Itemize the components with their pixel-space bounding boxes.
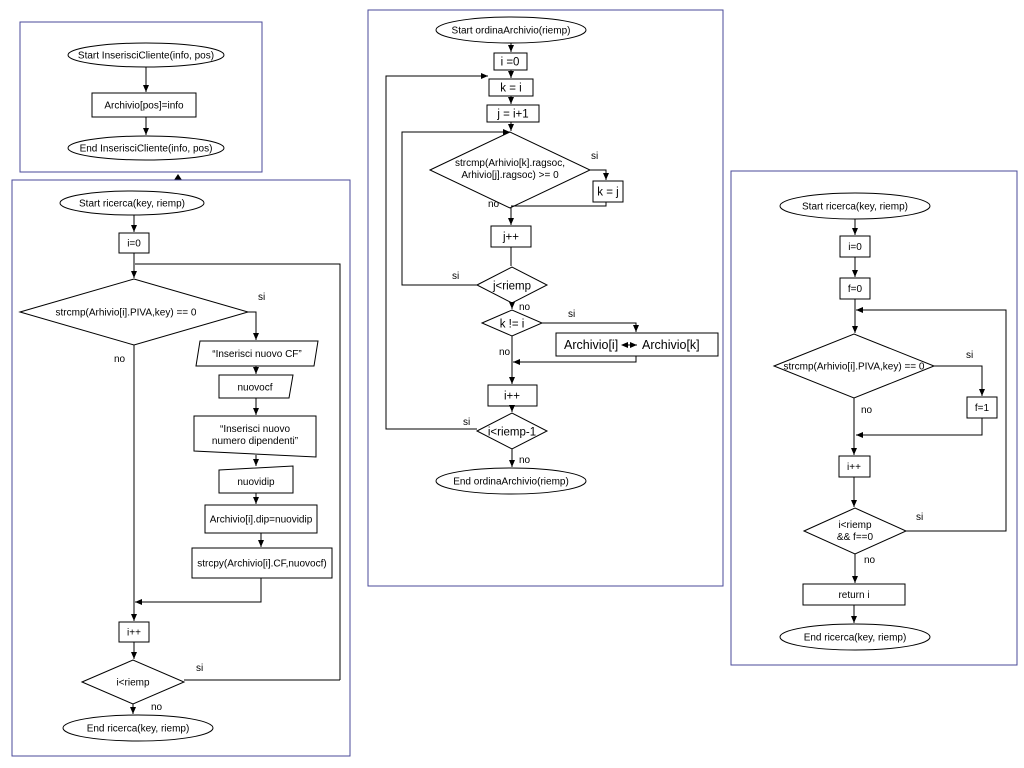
end-label: End InserisciCliente(info, pos) xyxy=(80,144,213,155)
cond-k-no-label: no xyxy=(499,347,511,358)
panel-frame xyxy=(19,21,263,173)
start-label: Start InserisciCliente(info, pos) xyxy=(78,51,214,62)
cond-k-label: k != i xyxy=(500,319,525,331)
input-node xyxy=(218,374,294,399)
assign-k-node xyxy=(592,180,624,203)
inc-j-label: j++ xyxy=(502,232,519,244)
start-label: Start ordinaArchivio(riemp) xyxy=(452,26,571,37)
panel-ordina-archivio: Start ordinaArchivio(riemp) i =0 k = i j… xyxy=(367,9,724,587)
start-node xyxy=(59,190,205,216)
return-label: return i xyxy=(838,590,869,601)
loop-yes-label: si xyxy=(196,663,203,674)
set-f-label: f=1 xyxy=(975,403,990,414)
output-node xyxy=(193,415,317,458)
init-i-label: i=0 xyxy=(848,242,862,253)
set-j-label: j = i+1 xyxy=(496,109,528,121)
decision-no-label: no xyxy=(488,199,500,210)
start-label: Start ricerca(key, riemp) xyxy=(802,202,908,213)
process-label: Archivio[pos]=info xyxy=(104,101,184,112)
decision-yes-label: si xyxy=(966,350,973,361)
decision-yes-label: si xyxy=(258,292,265,303)
end-label: End ricerca(key, riemp) xyxy=(87,724,190,735)
end-label: End ordinaArchivio(riemp) xyxy=(453,477,569,488)
end-label: End ricerca(key, riemp) xyxy=(804,633,907,644)
set-j-node xyxy=(486,104,540,123)
loop-label-line2: && f==0 xyxy=(837,532,874,543)
panel-frame xyxy=(11,179,351,757)
loop-decision-node xyxy=(80,659,186,705)
swap-right-label: Archivio[k] xyxy=(642,338,700,352)
loop-j-yes-label: si xyxy=(452,271,459,282)
connector-arrow-marker xyxy=(174,174,182,180)
end-node xyxy=(435,467,587,495)
panel-frame xyxy=(367,9,724,587)
end-node xyxy=(779,623,931,651)
loop-label-line1: i<riemp xyxy=(838,520,872,531)
input-label: nuovocf xyxy=(237,383,272,394)
output-label-line2: numero dipendenti” xyxy=(212,436,298,447)
init-f-label: f=0 xyxy=(848,284,863,295)
output-label: “Inserisci nuovo CF” xyxy=(212,349,301,360)
inc-i-label: i++ xyxy=(504,391,520,403)
input-node xyxy=(218,465,294,494)
copy-node xyxy=(191,547,333,579)
decision-yes-label: si xyxy=(591,151,598,162)
loop-i-yes-label: si xyxy=(463,417,470,428)
loop-no-label: no xyxy=(151,702,163,713)
increment-label: i++ xyxy=(847,462,861,473)
loop-i-node xyxy=(475,412,549,450)
decision-label: strcmp(Arhivio[i].PIVA,key) == 0 xyxy=(56,308,197,319)
decision-label-line2: Arhivio[j].ragsoc) >= 0 xyxy=(461,170,559,181)
start-label: Start ricerca(key, riemp) xyxy=(79,199,185,210)
panel-inserisci-cliente: Start InserisciCliente(info, pos) Archiv… xyxy=(19,21,263,173)
loop-i-no-label: no xyxy=(519,455,531,466)
assign-node xyxy=(204,504,318,534)
decision-label-line1: strcmp(Arhivio[k].ragsoc, xyxy=(455,158,565,169)
loop-yes-label: si xyxy=(916,512,923,523)
panel-ricerca-left: Start ricerca(key, riemp) i=0 strcmp(Arh… xyxy=(11,179,351,757)
cond-k-yes-label: si xyxy=(568,309,575,320)
set-k-label: k = i xyxy=(500,83,521,95)
copy-label: strcpy(Archivio[i].CF,nuovocf) xyxy=(197,559,326,570)
loop-decision-node xyxy=(802,507,908,555)
process-node xyxy=(91,92,197,118)
decision-no-label: no xyxy=(114,354,126,365)
decision-no-label: no xyxy=(861,405,873,416)
end-node xyxy=(62,714,214,742)
loop-j-label: j<riemp xyxy=(492,281,531,293)
output-label-line1: “Inserisci nuovo xyxy=(220,424,290,435)
assign-k-label: k = j xyxy=(597,187,618,199)
loop-i-label: i<riemp-1 xyxy=(488,427,536,439)
swap-left-label: Archivio[i] xyxy=(564,338,618,352)
panel-frame xyxy=(730,170,1018,666)
init-label: i=0 xyxy=(127,239,141,250)
input-label: nuovidip xyxy=(237,477,275,488)
panel-ricerca-right: Start ricerca(key, riemp) i=0 f=0 strcmp… xyxy=(730,170,1018,666)
loop-j-no-label: no xyxy=(519,302,531,313)
assign-label: Archivio[i].dip=nuovidip xyxy=(210,515,313,526)
end-node xyxy=(67,135,225,161)
decision-label: strcmp(Arhivio[i].PIVA,key) == 0 xyxy=(784,362,925,373)
increment-label: i++ xyxy=(127,628,141,639)
loop-j-node xyxy=(475,266,549,304)
loop-no-label: no xyxy=(864,555,876,566)
init-i-label: i =0 xyxy=(501,57,520,69)
output-node xyxy=(195,340,319,367)
loop-decision-label: i<riemp xyxy=(116,678,150,689)
